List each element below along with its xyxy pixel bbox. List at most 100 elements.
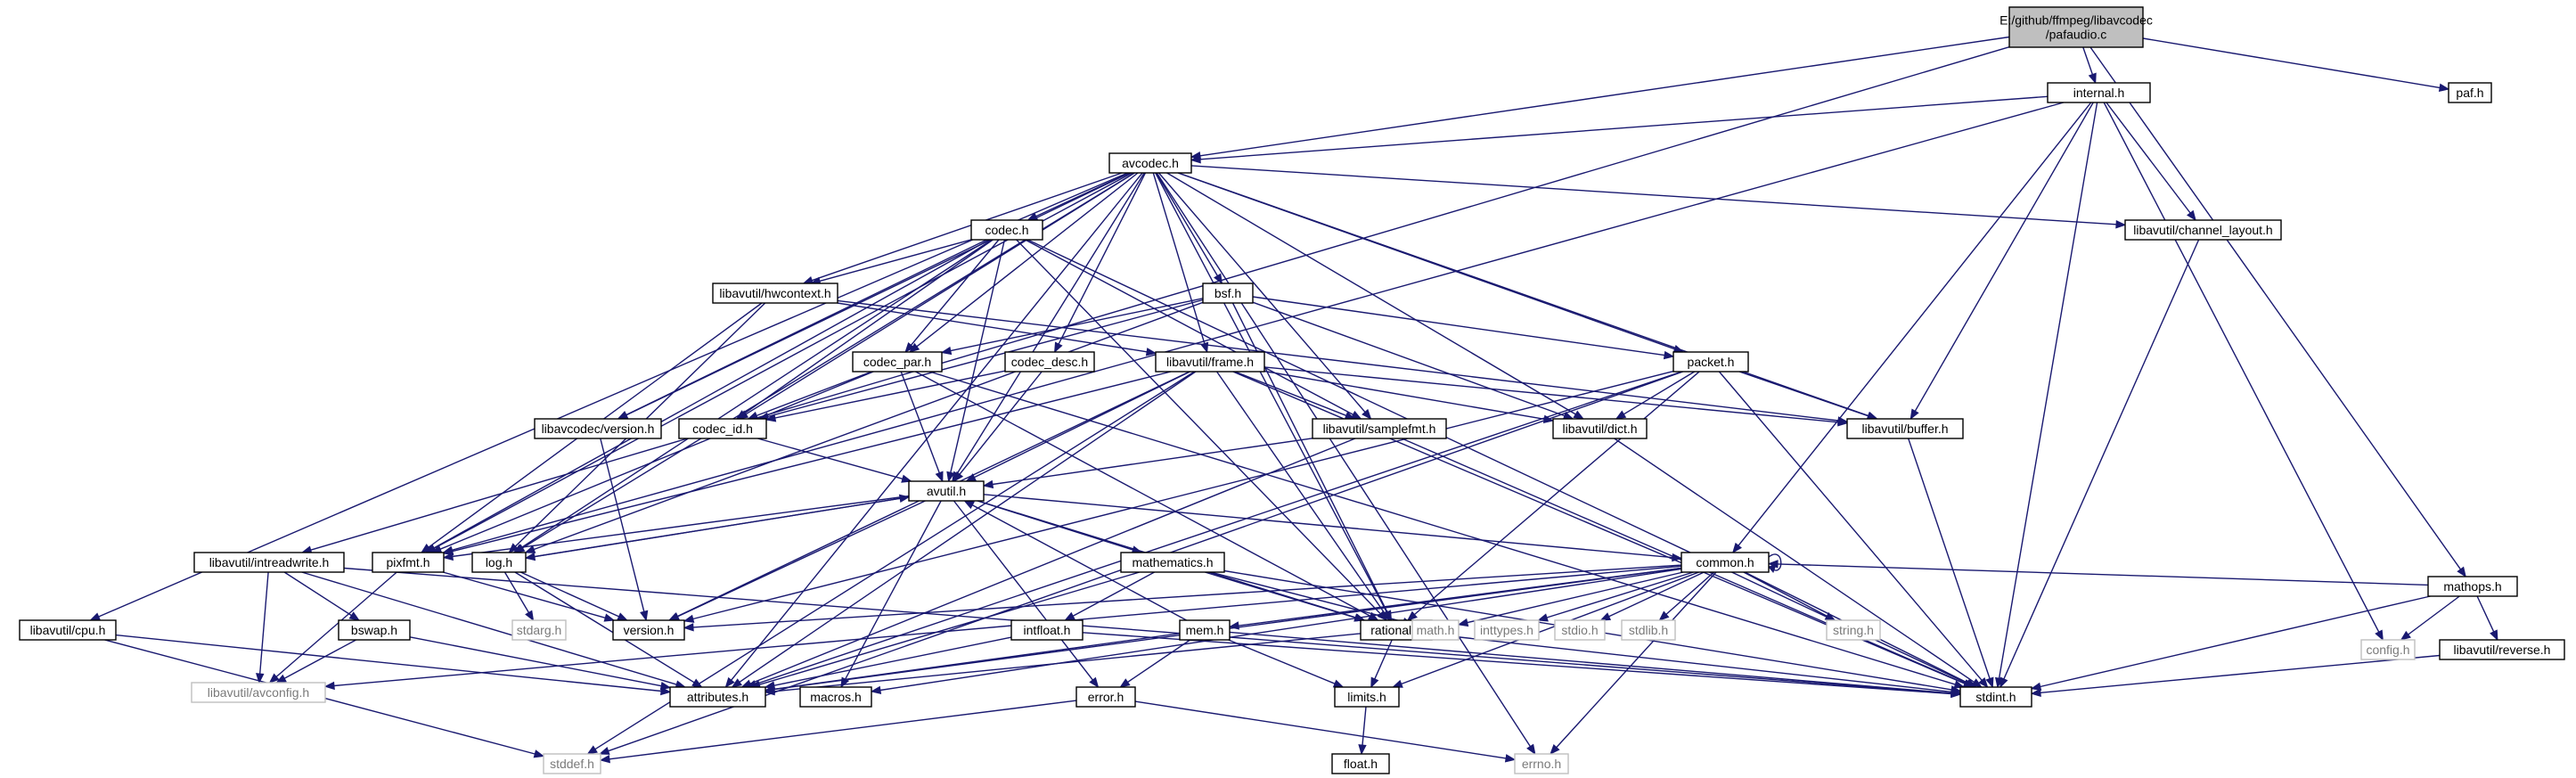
- edge-line: [774, 370, 1006, 419]
- node-paf[interactable]: paf.h: [2448, 82, 2492, 103]
- node-attributes[interactable]: attributes.h: [669, 686, 766, 708]
- node-mem[interactable]: mem.h: [1179, 619, 1231, 641]
- edge-hwctx-to-frame: [837, 302, 1157, 356]
- edge-common-to-errno: [1550, 571, 1717, 755]
- arrowhead: [1504, 754, 1517, 763]
- node-packet[interactable]: packet.h: [1672, 351, 1749, 373]
- node-float[interactable]: float.h: [1331, 753, 1390, 774]
- edge-frame-to-dict: [1263, 370, 1555, 423]
- arrowhead: [1537, 613, 1549, 622]
- edge-common-to-limits: [1392, 571, 1699, 688]
- node-reverse[interactable]: libavutil/reverse.h: [2439, 639, 2565, 660]
- node-codecpar[interactable]: codec_par.h: [852, 351, 943, 373]
- edge-codecpar-to-avutil: [900, 371, 944, 483]
- node-common[interactable]: common.h: [1681, 552, 1770, 573]
- edge-line: [1016, 239, 1381, 615]
- arrowhead: [1768, 564, 1777, 573]
- node-box: [1312, 418, 1447, 439]
- node-codec[interactable]: codec.h: [970, 219, 1043, 241]
- arrowhead: [1837, 418, 1849, 427]
- node-mathematics[interactable]: mathematics.h: [1120, 552, 1225, 573]
- node-internal[interactable]: internal.h: [2047, 82, 2151, 103]
- arrowhead: [256, 673, 265, 684]
- edge-line: [1178, 172, 1869, 417]
- node-cpu[interactable]: libavutil/cpu.h: [19, 619, 117, 641]
- edge-line: [115, 634, 662, 692]
- arrowhead: [1550, 744, 1560, 755]
- node-avutil[interactable]: avutil.h: [908, 480, 985, 502]
- node-label: log.h: [486, 555, 512, 569]
- node-macros[interactable]: macros.h: [799, 686, 872, 708]
- node-version[interactable]: version.h: [612, 619, 685, 641]
- edge-avcodec-to-dict: [1166, 172, 1585, 420]
- edge-internal-to-common: [1731, 102, 2092, 554]
- arrowhead: [1370, 676, 1379, 689]
- node-label: libavutil/frame.h: [1166, 355, 1254, 369]
- arrowhead: [640, 610, 649, 622]
- arrowhead: [963, 500, 975, 510]
- node-label: libavutil/avconfig.h: [208, 685, 309, 700]
- node-pixfmt[interactable]: pixfmt.h: [372, 552, 445, 573]
- node-label: mem.h: [1186, 623, 1224, 637]
- arrowhead: [898, 494, 911, 504]
- node-lcversion[interactable]: libavcodec/version.h: [534, 418, 662, 439]
- edge-packet-to-rational: [1406, 371, 1700, 621]
- edge-line: [452, 102, 2065, 551]
- arrowhead: [2115, 220, 2127, 229]
- node-label: mathops.h: [2443, 579, 2501, 594]
- node-bswap[interactable]: bswap.h: [338, 619, 411, 641]
- edge-error-to-stddef: [599, 700, 1077, 764]
- node-error[interactable]: error.h: [1075, 686, 1136, 708]
- edge-line: [283, 571, 352, 617]
- node-intfloat[interactable]: intfloat.h: [1010, 619, 1084, 641]
- edge-packet-to-buffer: [1738, 371, 1878, 421]
- node-root[interactable]: E:/github/ffmpeg/libavcodec/pafaudio.c: [1999, 6, 2153, 48]
- node-label: libavutil/cpu.h: [30, 623, 106, 637]
- node-label: libavutil/intreadwrite.h: [209, 555, 330, 569]
- edge-bsf-to-packet: [1252, 296, 1675, 360]
- edge-log-to-avutil: [525, 494, 911, 559]
- edge-avcodec-to-chlayout: [1190, 165, 2127, 229]
- node-label: macros.h: [810, 690, 862, 704]
- node-codecdesc[interactable]: codec_desc.h: [1004, 351, 1095, 373]
- edge-common-to-version: [683, 564, 1682, 632]
- node-codecid[interactable]: codec_id.h: [678, 418, 767, 439]
- edge-line: [757, 438, 904, 479]
- node-stdint[interactable]: stdint.h: [1959, 686, 2032, 708]
- edge-line: [1199, 36, 2010, 157]
- node-box: [2439, 639, 2565, 660]
- edge-line: [773, 633, 1362, 692]
- arrowhead: [765, 414, 777, 422]
- node-samplefmt[interactable]: libavutil/samplefmt.h: [1312, 418, 1447, 439]
- edge-intreadwrite-to-avconfig: [256, 571, 269, 684]
- node-hwctx[interactable]: libavutil/hwcontext.h: [712, 283, 838, 304]
- edge-line: [442, 571, 606, 618]
- node-limits[interactable]: limits.h: [1334, 686, 1400, 708]
- node-dict[interactable]: libavutil/dict.h: [1552, 418, 1648, 439]
- node-mathops[interactable]: mathops.h: [2427, 576, 2518, 597]
- edge-samplefmt-to-avutil: [982, 438, 1313, 489]
- node-inttypes: inttypes.h: [1474, 619, 1540, 641]
- edge-line: [1362, 706, 1367, 746]
- node-math: math.h: [1411, 619, 1460, 641]
- node-label: codec_desc.h: [1011, 355, 1088, 369]
- node-box: [712, 283, 838, 304]
- node-box: [338, 619, 411, 641]
- edge-codec-to-codecid: [735, 239, 994, 420]
- node-log[interactable]: log.h: [471, 552, 527, 573]
- edge-line: [2082, 46, 2094, 75]
- node-buffer[interactable]: libavutil/buffer.h: [1846, 418, 1964, 439]
- edge-line: [1229, 631, 1952, 694]
- edge-packet-to-stdint: [1718, 371, 1989, 689]
- node-bsf[interactable]: bsf.h: [1202, 283, 1254, 304]
- node-chlayout[interactable]: libavutil/channel_layout.h: [2124, 219, 2282, 241]
- node-intreadwrite[interactable]: libavutil/intreadwrite.h: [193, 552, 345, 573]
- edge-line: [692, 370, 1674, 620]
- arrowhead: [1985, 676, 1994, 689]
- edge-line: [1614, 438, 1975, 683]
- node-avcodec[interactable]: avcodec.h: [1108, 152, 1192, 174]
- node-box: [2124, 219, 2282, 241]
- node-frame[interactable]: libavutil/frame.h: [1155, 351, 1265, 373]
- edge-line: [1082, 632, 1952, 695]
- edge-avutil-to-error: [953, 500, 1100, 689]
